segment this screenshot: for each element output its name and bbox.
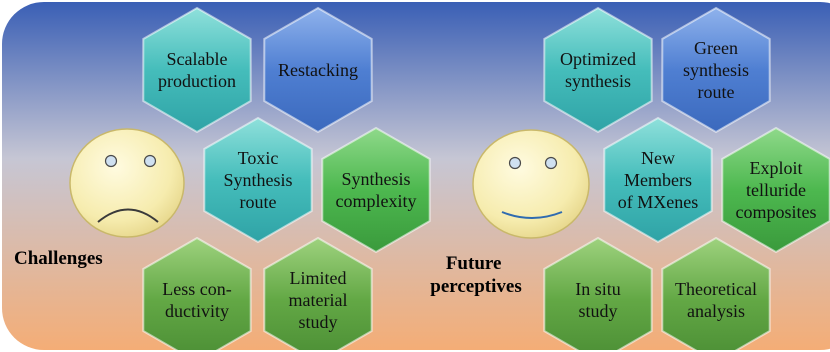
- hexagon-shape: [263, 6, 373, 134]
- hexagon-label-line: Synthesis: [223, 170, 292, 190]
- hexagon-label-line: Toxic: [238, 148, 279, 168]
- hexagon-label-line: Green: [694, 38, 738, 58]
- future-label-line-2: perceptives: [430, 276, 521, 297]
- hexagon-label-line: study: [298, 312, 337, 332]
- hexagon-shape: [543, 6, 653, 134]
- hexagon-shape: [142, 6, 252, 134]
- hexagon-label-line: synthesis: [565, 71, 631, 91]
- hexagon-shape: [543, 236, 653, 350]
- hexagon-shape: [661, 236, 771, 350]
- smiley-face-icon: [472, 129, 590, 239]
- hexagon-shape: [203, 116, 313, 244]
- hexagon-shape: [661, 6, 771, 134]
- challenges-label: Challenges: [14, 248, 103, 269]
- hexagon-shape: [321, 126, 431, 254]
- hexagon-label-line: Synthesis: [341, 169, 410, 189]
- hexagon-label: Less con-ductivity: [162, 279, 231, 321]
- hexagon-label-line: Theoretical: [675, 279, 757, 299]
- hexagon-label-line: Less con-: [162, 279, 231, 299]
- hexagon-label-line: Scalable: [167, 49, 228, 69]
- hexagon-label-line: complexity: [336, 191, 417, 211]
- hexagon-label-line: analysis: [687, 301, 745, 321]
- hexagon-label-line: ductivity: [165, 301, 229, 321]
- hexagon-label-line: composites: [736, 202, 817, 222]
- hexagon-label: Restacking: [278, 60, 358, 80]
- hexagon-less-conductivity: Less con-ductivity: [142, 236, 252, 350]
- hexagon-label-line: production: [158, 71, 236, 91]
- hexagon-shape: [603, 116, 713, 244]
- hexagon-label-line: synthesis: [683, 60, 749, 80]
- hexagon-label-line: Restacking: [278, 60, 358, 80]
- hexagon-label-line: In situ: [575, 279, 621, 299]
- hexagon-label-line: Members: [624, 170, 692, 190]
- hexagon-label-line: of MXenes: [618, 192, 698, 212]
- hexagon-label-line: route: [698, 82, 735, 102]
- sad-face-icon: [69, 128, 185, 238]
- future-perceptives-label: Future perceptives: [430, 253, 521, 297]
- hexagon-label-line: study: [578, 301, 617, 321]
- hexagon-label-line: material: [289, 290, 348, 310]
- hexagon-label-line: Limited: [290, 268, 347, 288]
- hexagon-label-line: telluride: [746, 180, 806, 200]
- hexagon-restacking: Restacking: [263, 6, 373, 134]
- hexagon-shape: [263, 236, 373, 350]
- hexagon-label-line: route: [240, 192, 277, 212]
- future-label-line-1: Future: [446, 253, 502, 274]
- hexagon-shape: [142, 236, 252, 350]
- hexagon-label-line: Exploit: [750, 158, 803, 178]
- hexagon-label-line: New: [641, 148, 675, 168]
- hexagon-label-line: Optimized: [560, 49, 636, 69]
